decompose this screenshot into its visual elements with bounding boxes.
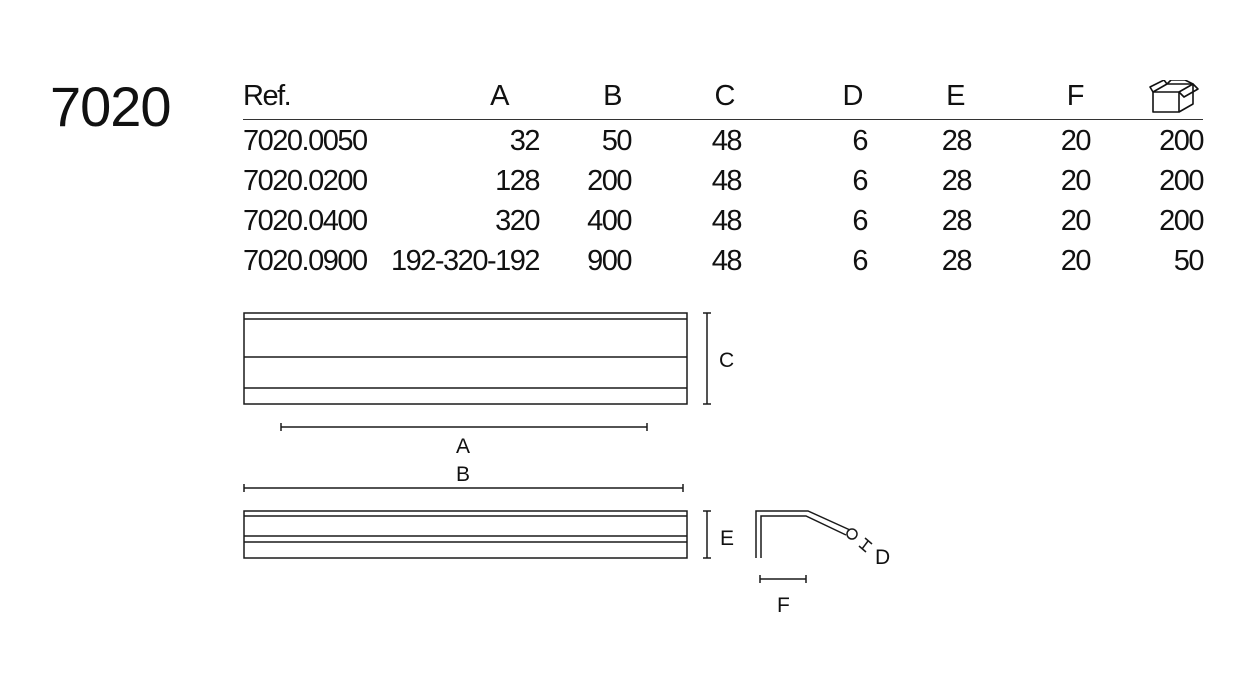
cell-pack: 200 [1159, 165, 1204, 197]
table-header: Ref. A B C D E F [243, 76, 1203, 120]
dimension-f-label: F [777, 594, 790, 617]
cell-c: 48 [711, 125, 743, 157]
model-number: 7020 [50, 75, 172, 138]
dimension-e-label: E [720, 527, 734, 550]
header-c: C [714, 80, 736, 112]
cell-ref: 7020.0400 [243, 205, 368, 237]
dimension-d-label: D [875, 546, 890, 569]
header-a: A [490, 80, 509, 112]
table-row: 7020.0900 192-320-192 900 48 6 28 20 50 [243, 240, 1205, 280]
cell-b: 900 [587, 245, 632, 277]
cell-e: 28 [941, 165, 973, 197]
dimension-d-tick [858, 545, 867, 553]
cell-b: 200 [587, 165, 632, 197]
dimension-d-line [861, 540, 869, 550]
dimension-c-label: C [719, 349, 734, 372]
header-d: D [842, 80, 864, 112]
cell-pack: 200 [1159, 205, 1204, 237]
profile-curl [846, 528, 858, 540]
cell-d: 6 [852, 125, 868, 157]
cell-f: 20 [1060, 245, 1092, 277]
cell-a: 320 [495, 205, 540, 237]
header-f: F [1066, 80, 1085, 112]
cell-c: 48 [711, 165, 743, 197]
table-row: 7020.0200 128 200 48 6 28 20 200 [243, 160, 1204, 200]
cell-ref: 7020.0050 [243, 125, 368, 157]
handle-front-view [243, 312, 688, 405]
dimension-table: Ref. A B C D E F 7020.0050 32 50 48 6 28… [243, 76, 1205, 280]
header-e: E [946, 80, 965, 112]
profile-section-outer [755, 510, 851, 558]
cell-e: 28 [941, 245, 973, 277]
cell-f: 20 [1060, 205, 1092, 237]
cell-c: 48 [711, 245, 743, 277]
cell-c: 48 [711, 205, 743, 237]
cell-ref: 7020.0200 [243, 165, 368, 197]
cell-b: 50 [601, 125, 633, 157]
dimension-d-tick [864, 537, 873, 545]
cell-e: 28 [941, 205, 973, 237]
profile-section-inner [760, 515, 847, 558]
cell-d: 6 [852, 205, 868, 237]
cell-a: 32 [509, 125, 541, 157]
cell-pack: 200 [1159, 125, 1204, 157]
box-icon [1149, 80, 1199, 113]
cell-f: 20 [1060, 165, 1092, 197]
cell-f: 20 [1060, 125, 1092, 157]
dimension-a-label: A [456, 435, 470, 458]
table-row: 7020.0050 32 50 48 6 28 20 200 [243, 120, 1204, 160]
cell-pack: 50 [1173, 245, 1205, 277]
header-b: B [603, 80, 622, 112]
handle-top-view [243, 510, 688, 559]
cell-a: 192-320-192 [391, 245, 540, 277]
cell-d: 6 [852, 165, 868, 197]
header-ref: Ref. [243, 80, 292, 112]
cell-ref: 7020.0900 [243, 245, 368, 277]
cell-b: 400 [587, 205, 632, 237]
table-row: 7020.0400 320 400 48 6 28 20 200 [243, 200, 1204, 240]
cell-e: 28 [941, 125, 973, 157]
cell-d: 6 [852, 245, 868, 277]
cell-a: 128 [495, 165, 540, 197]
dimension-b-label: B [456, 463, 470, 486]
